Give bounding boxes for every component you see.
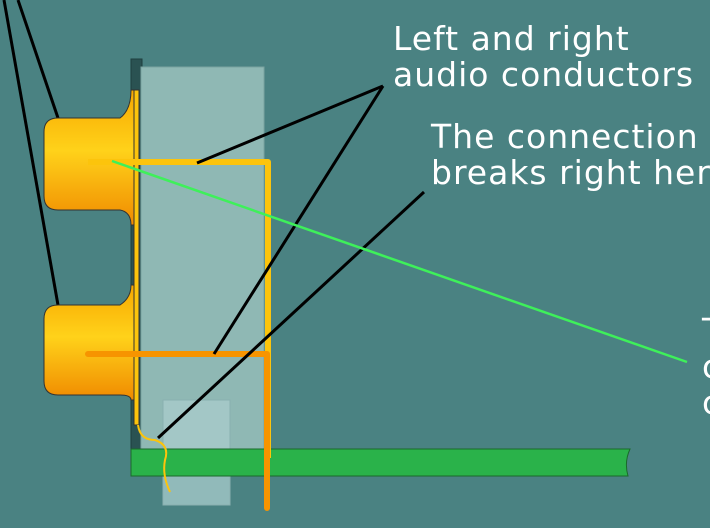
label-cut-off-line2: c [702, 347, 710, 386]
broken-wire [137, 424, 171, 493]
green-pointer-line [111, 159, 688, 364]
orange-conductor [85, 351, 270, 511]
label-cut-off-line1: T [701, 311, 710, 350]
label-connection-line1: The connection [430, 117, 699, 156]
label-connection-line2: breaks right her [431, 153, 710, 192]
jack-pointer-lines [2, 0, 60, 306]
jack-housing [140, 66, 265, 452]
contact-strip [133, 89, 140, 426]
label-cut-off-line3: c [702, 383, 710, 422]
conductor-pointer-lines [156, 84, 426, 440]
upper-jack [43, 89, 135, 226]
pcb-board [130, 448, 631, 477]
lower-jack [43, 284, 135, 401]
label-conductors-line1: Left and right [393, 19, 630, 58]
label-conductors-line2: audio conductors [393, 55, 694, 94]
